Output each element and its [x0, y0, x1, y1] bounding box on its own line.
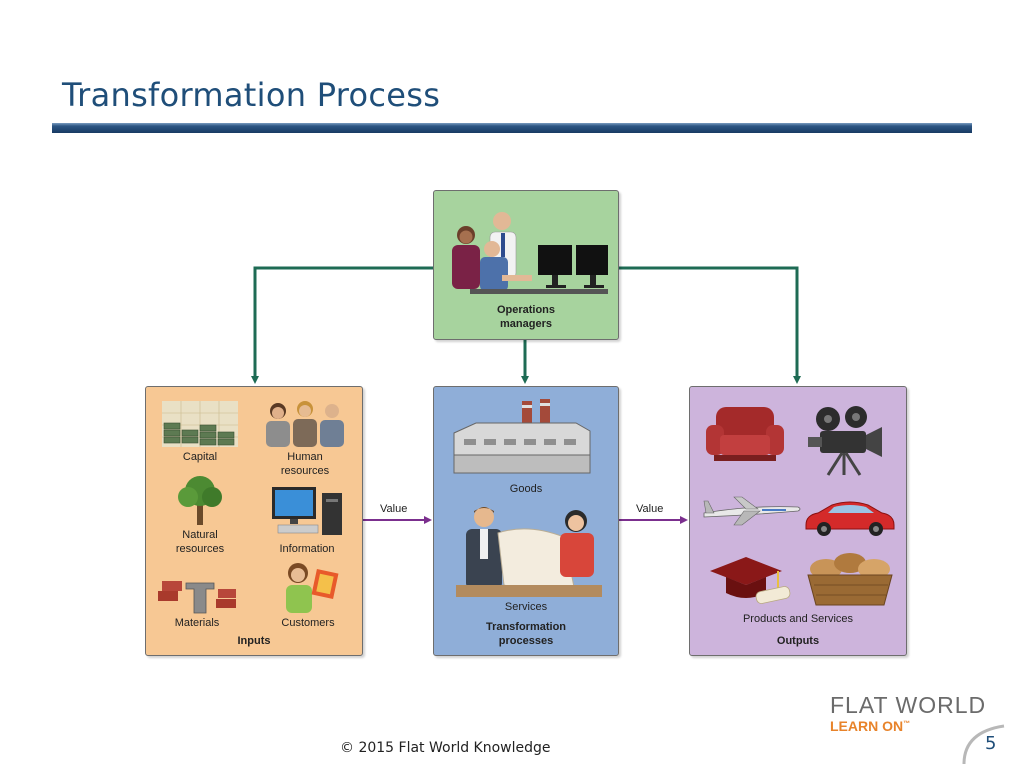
outputs-title: Outputs [776, 635, 820, 647]
trademark-symbol: ™ [903, 720, 911, 728]
materials-icon [156, 573, 238, 619]
armchair-icon [704, 405, 786, 463]
inputs-box: Capital Human resources Natural resource… [145, 386, 363, 656]
value-label-out: Value [636, 503, 664, 515]
page-number-decoration [962, 724, 1005, 765]
capital-label: Capital [182, 451, 218, 463]
transformation-title-line1: Transformation [485, 621, 567, 633]
customers-label: Customers [281, 617, 335, 629]
title-divider [52, 123, 972, 133]
page-number: 5 [985, 733, 997, 754]
car-icon [802, 497, 898, 537]
ops-to-inputs-arrow [251, 266, 433, 384]
operations-label-line2: managers [500, 318, 552, 330]
computer-icon [270, 485, 346, 537]
information-label: Information [279, 543, 335, 555]
value-label-in: Value [380, 503, 408, 515]
transformation-title-line2: processes [498, 635, 554, 647]
bread-basket-icon [804, 551, 896, 607]
transformation-box: Goods Services Transformation processes [433, 386, 619, 656]
tree-icon [170, 473, 230, 527]
movie-camera-icon [806, 405, 886, 477]
brand-logo-tagline: LEARN ON [830, 718, 904, 734]
inputs-title: Inputs [237, 635, 271, 647]
capital-icon [162, 401, 238, 447]
operations-label-line1: Operations [496, 304, 556, 316]
copyright-notice: © 2015 Flat World Knowledge [340, 740, 551, 756]
natural-resources-label-line2: resources [175, 543, 225, 555]
outputs-subtitle: Products and Services [742, 613, 854, 625]
human-resources-label-line2: resources [280, 465, 330, 477]
operations-box: Operations managers [433, 190, 619, 340]
brand-logo-line2: LEARN ON™ [830, 718, 910, 734]
materials-label: Materials [174, 617, 220, 629]
graduation-cap-icon [708, 553, 792, 607]
factory-icon [450, 399, 600, 477]
goods-label: Goods [509, 483, 543, 495]
ops-to-outputs-arrow [617, 266, 801, 384]
natural-resources-label-line1: Natural [182, 529, 218, 541]
services-illustration [456, 503, 602, 599]
customer-icon [276, 559, 340, 615]
outputs-box: Products and Services Outputs [689, 386, 907, 656]
airplane-icon [702, 491, 802, 527]
operations-managers-illustration [440, 205, 610, 297]
services-label: Services [504, 601, 548, 613]
slide-title: Transformation Process [62, 76, 441, 114]
human-resources-icon [262, 399, 348, 449]
human-resources-label-line1: Human [287, 451, 323, 463]
brand-logo-line1: FLAT WORLD [830, 692, 987, 718]
